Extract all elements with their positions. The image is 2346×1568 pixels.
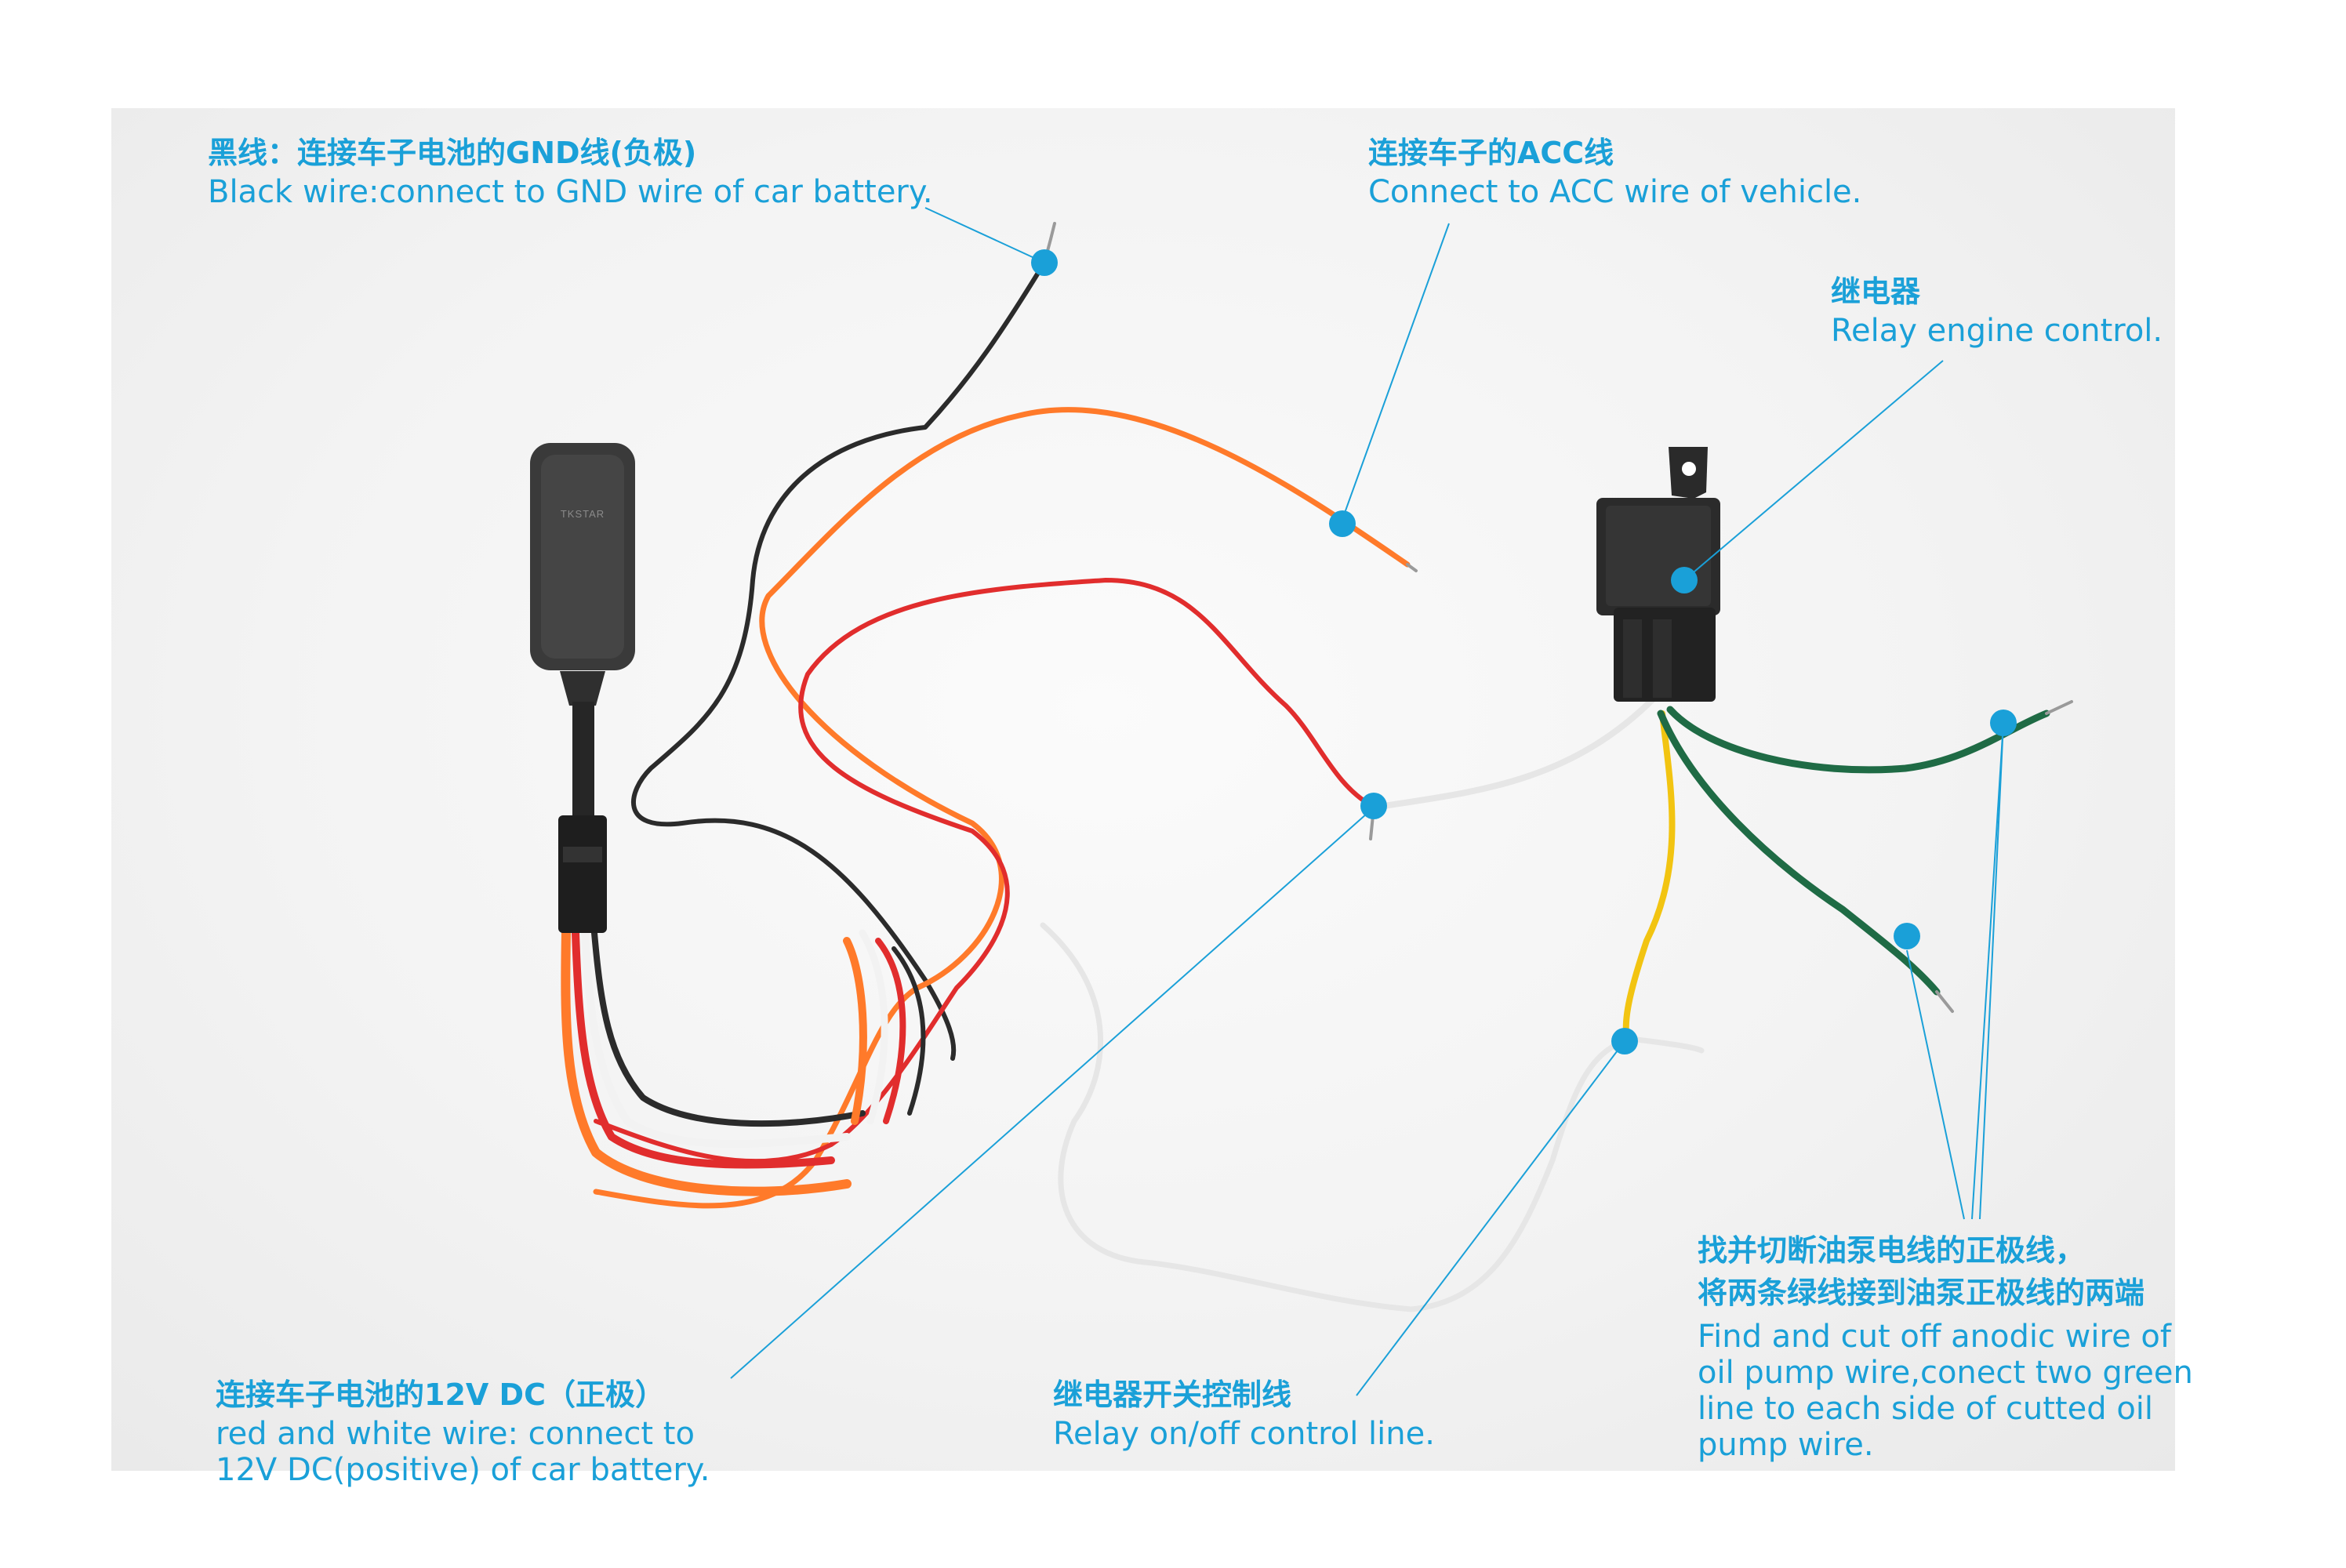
acc-callout-en: Connect to ACC wire of vehicle. [1368, 174, 1862, 210]
white-harness-wire [1040, 922, 1705, 1312]
relay-module [1596, 447, 1720, 702]
relay-callout: 继电器 Relay engine control. [1831, 270, 2163, 349]
wire-harness-bundle [561, 928, 926, 1196]
pump-callout-en-4: pump wire. [1698, 1427, 1874, 1463]
pump-leader-line-1 [1906, 949, 1965, 1220]
green-pump-wire-1 [1666, 706, 2050, 774]
power-callout: 连接车子电池的12V DC（正极） red and white wire: co… [216, 1374, 710, 1488]
power-callout-en-1: red and white wire: connect to [216, 1416, 695, 1452]
gps-tracker-device: TKSTAR [530, 443, 635, 933]
tracker-brand-label: TKSTAR [561, 508, 605, 520]
acc-callout-zh: 连接车子的ACC线 [1368, 136, 1614, 170]
control-callout-en: Relay on/off control line. [1053, 1416, 1435, 1452]
control-callout-zh: 继电器开关控制线 [1053, 1377, 1292, 1412]
red-power-wire [594, 578, 1375, 1164]
pump-marker-dot-1 [1990, 710, 2017, 736]
relay-marker-dot [1671, 567, 1698, 593]
acc-wire-tip [1406, 563, 1418, 572]
pump-wire-tip-1 [2045, 700, 2073, 715]
product-photo-background [111, 108, 2175, 1471]
gnd-marker-dot [1031, 249, 1058, 276]
acc-marker-dot [1329, 510, 1356, 537]
power-callout-en-2: 12V DC(positive) of car battery. [216, 1452, 710, 1488]
gnd-callout-zh: 黑线：连接车子电池的GND线(负极) [208, 136, 697, 170]
pump-leader-line-2 [1971, 722, 2004, 1220]
white-relay-power-wire [1371, 695, 1658, 811]
gnd-callout: 黑线：连接车子电池的GND线(负极) Black wire:connect to… [208, 132, 933, 210]
pump-callout: 找并切断油泵电线的正极线， 将两条绿线接到油泵正极线的两端 Find and c… [1698, 1229, 2193, 1463]
pump-marker-dot-2 [1894, 923, 1920, 949]
relay-callout-en: Relay engine control. [1831, 313, 2163, 349]
pump-callout-en-3: line to each side of cutted oil [1698, 1391, 2154, 1427]
acc-leader-line [1340, 223, 1450, 524]
black-gnd-wire [630, 260, 1047, 1061]
pump-callout-en-1: Find and cut off anodic wire of [1698, 1319, 2171, 1355]
yellow-control-wire [1622, 710, 1676, 1042]
acc-callout: 连接车子的ACC线 Connect to ACC wire of vehicle… [1368, 132, 1861, 210]
power-leader-line [730, 807, 1375, 1379]
power-callout-zh: 连接车子电池的12V DC（正极） [216, 1377, 665, 1412]
pump-wire-tip-2 [1935, 990, 1954, 1013]
green-pump-wire-2 [1657, 710, 1941, 996]
pump-leader-line-3 [1979, 722, 2004, 1220]
pump-callout-en-2: oil pump wire,conect two green [1698, 1355, 2193, 1391]
gnd-leader-line [924, 207, 1045, 263]
relay-leader-line [1683, 360, 1944, 581]
control-leader-line [1356, 1040, 1625, 1396]
control-callout: 继电器开关控制线 Relay on/off control line. [1053, 1374, 1435, 1452]
pump-callout-zh-2: 将两条绿线接到油泵正极线的两端 [1698, 1276, 2145, 1310]
gnd-callout-en: Black wire:connect to GND wire of car ba… [208, 174, 933, 210]
power-marker-dot [1360, 793, 1387, 819]
orange-acc-wire [593, 407, 1411, 1209]
relay-callout-zh: 继电器 [1831, 274, 1921, 309]
control-marker-dot [1611, 1028, 1638, 1054]
pump-callout-zh-1: 找并切断油泵电线的正极线， [1698, 1233, 2086, 1268]
